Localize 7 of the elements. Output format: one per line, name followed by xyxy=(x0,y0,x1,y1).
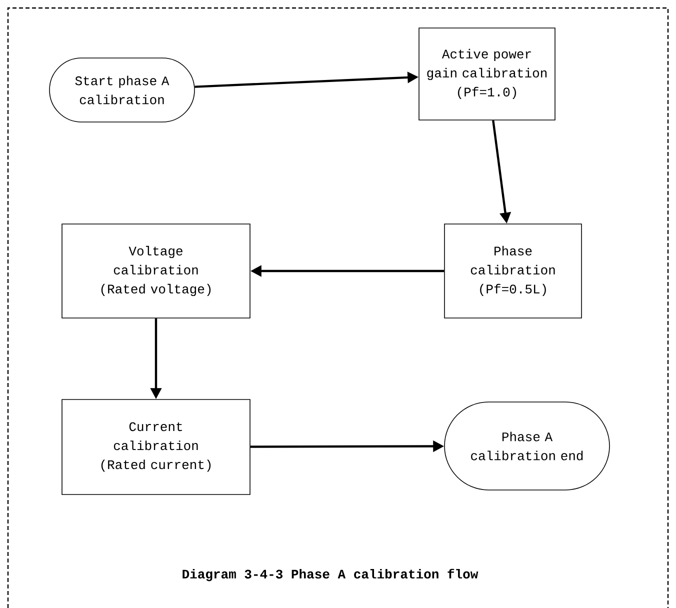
process-box: Current calibration (Rated current) xyxy=(62,399,250,495)
process-box: Voltage calibration (Rated voltage) xyxy=(62,224,250,318)
process-box: Active power gain calibration (Pf=1.0) xyxy=(418,28,556,120)
terminal-box: Phase A calibration end xyxy=(444,402,610,490)
terminal-box: Start phase A calibration xyxy=(49,58,195,122)
process-box: Phase calibration (Pf=0.5L) xyxy=(444,224,582,318)
caption: Diagram 3-4-3 Phase A calibration flow xyxy=(182,568,478,582)
